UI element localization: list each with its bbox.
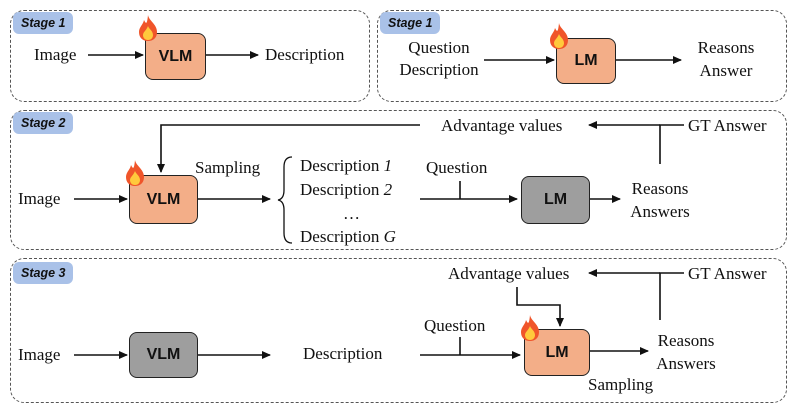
stage3-description-label: Description xyxy=(303,344,383,363)
stage2-description-ellipsis: … xyxy=(343,204,360,223)
stage1-right-tag: Stage 1 xyxy=(380,12,441,34)
stage3-frame xyxy=(10,258,787,403)
stage2-answers-label: Answers xyxy=(630,202,690,221)
stage2-reasons-label: Reasons xyxy=(631,179,689,198)
stage1-left-vlm-box: VLM xyxy=(145,33,206,80)
stage2-tag: Stage 2 xyxy=(13,112,74,134)
stage2-advantage-label: Advantage values xyxy=(441,116,563,135)
stage3-input: Image xyxy=(18,345,61,364)
stage2-gt-label: GT Answer xyxy=(688,116,767,135)
fire-icon xyxy=(139,15,157,41)
stage1-right-output-answer: Answer xyxy=(699,61,753,80)
stage1-right-input-question: Question xyxy=(408,38,470,57)
stage2-description-1: Description 1 xyxy=(300,156,393,175)
arrow-advantage-to-lm-s3 xyxy=(516,287,564,327)
stage2-question-label: Question xyxy=(426,158,488,177)
stage2-description-g: Description G xyxy=(300,227,396,246)
stage3-advantage-label: Advantage values xyxy=(448,264,570,283)
stage1-left-frame xyxy=(10,10,370,102)
arrow-advantage-to-vlm xyxy=(157,124,420,173)
stage3-answers-label: Answers xyxy=(656,354,716,373)
stage2-lm-box: LM xyxy=(521,176,590,224)
stage1-right-frame xyxy=(377,10,787,102)
stage3-tag: Stage 3 xyxy=(13,262,74,284)
stage2-frame xyxy=(10,110,787,250)
stage3-gt-label: GT Answer xyxy=(688,264,767,283)
stage2-sampling-label: Sampling xyxy=(195,158,261,177)
stage3-sampling-label: Sampling xyxy=(588,375,654,394)
stage1-right-output-reasons: Reasons xyxy=(697,38,755,57)
stage3-reasons-label: Reasons xyxy=(657,331,715,350)
fire-icon xyxy=(126,160,144,186)
stage1-left-output: Description xyxy=(265,45,345,64)
stage2-input: Image xyxy=(18,189,61,208)
stage3-vlm-box: VLM xyxy=(129,332,198,378)
stage1-left-input: Image xyxy=(34,45,77,64)
fire-icon xyxy=(550,23,568,49)
fire-icon xyxy=(521,315,539,341)
description-brace xyxy=(277,156,293,244)
stage1-right-input-description: Description xyxy=(399,60,479,79)
stage3-question-label: Question xyxy=(424,316,486,335)
stage2-description-2: Description 2 xyxy=(300,180,393,199)
stage1-left-tag: Stage 1 xyxy=(13,12,74,34)
